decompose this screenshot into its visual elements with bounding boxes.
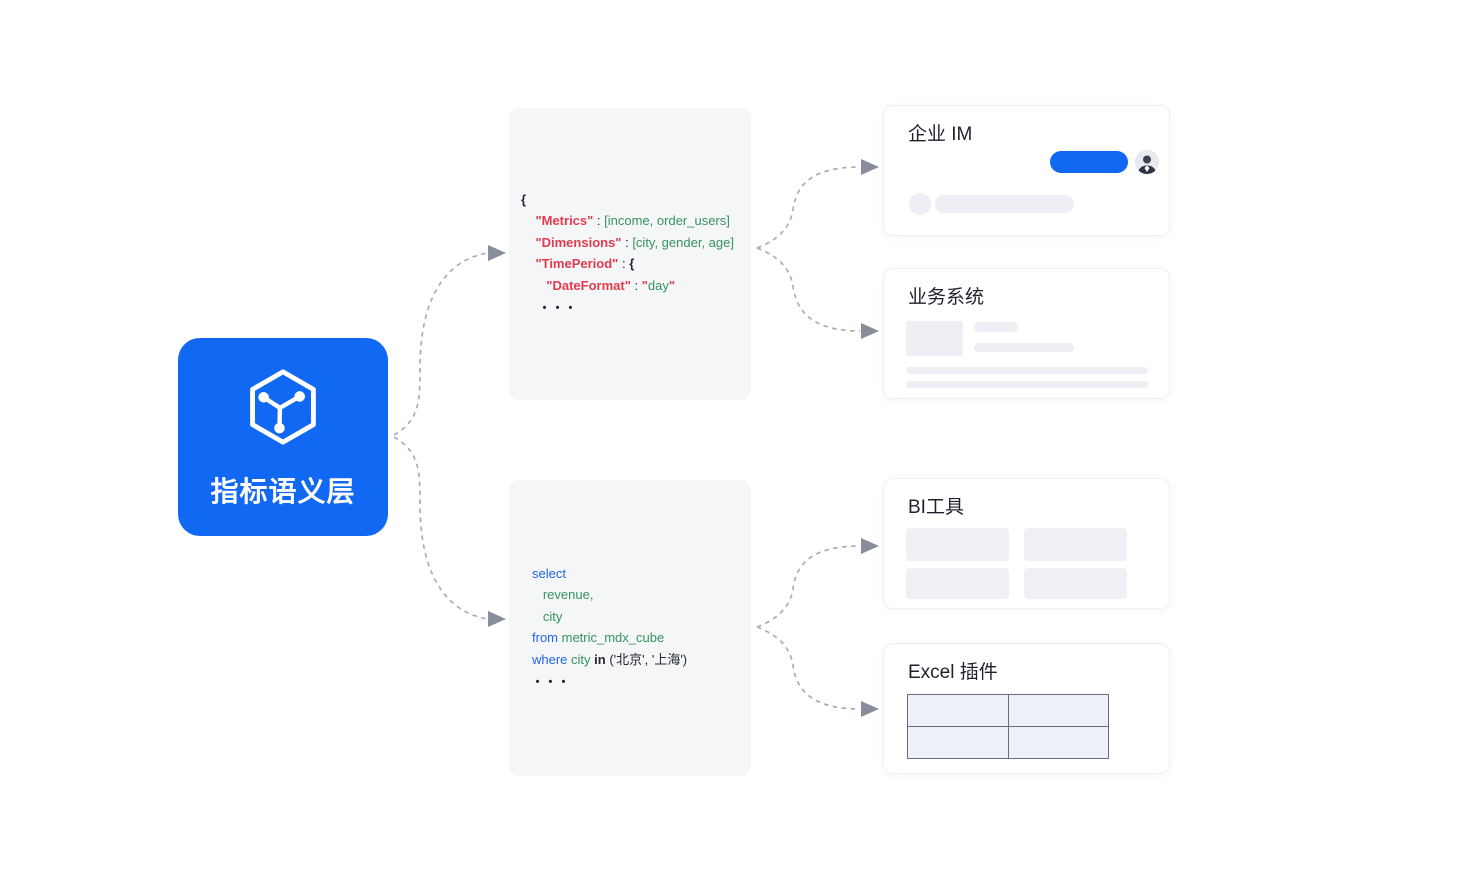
code-token: select — [532, 565, 566, 581]
code-token: : — [630, 277, 642, 293]
code-token: "DateFormat" — [546, 277, 631, 293]
arrow-semantic-to-json — [393, 245, 506, 436]
chat-user-avatar — [1135, 150, 1159, 174]
code-token — [521, 235, 535, 250]
code-line: select — [532, 563, 751, 585]
code-token: { — [521, 191, 527, 207]
card-business-system: 业务系统 — [883, 268, 1170, 399]
code-line: • • • — [521, 296, 751, 320]
excel-cell — [1007, 726, 1109, 759]
excel-grid — [907, 694, 1109, 759]
skeleton-bar-full — [906, 381, 1148, 388]
code-line: city — [532, 606, 751, 628]
semantic-layer-label: 指标语义层 — [210, 476, 356, 507]
code-token: " — [668, 277, 676, 293]
arrow-sql-to-excel — [756, 626, 879, 717]
code-token: where — [532, 651, 568, 667]
code-token: "Dimensions" — [535, 234, 622, 250]
chat-bubble-received-placeholder — [935, 195, 1074, 213]
card-title-business-system: 业务系统 — [908, 287, 985, 308]
code-token — [521, 299, 543, 314]
code-line: "TimePeriod" : { — [521, 253, 751, 275]
code-token: { — [629, 256, 635, 271]
code-line: "DateFormat" : "day" — [521, 275, 751, 297]
code-token: ('北京', '上海') — [605, 651, 688, 667]
semantic-layer-node: 指标语义层 — [178, 338, 388, 536]
code-token: day — [647, 277, 669, 293]
chat-contact-avatar-placeholder — [909, 193, 931, 215]
arrow-sql-to-bi — [756, 538, 879, 628]
code-token: in — [594, 651, 606, 667]
code-token: metric_mdx_cube — [558, 630, 665, 645]
code-token: : — [618, 256, 630, 271]
code-token: • • • — [542, 302, 576, 314]
json-request-block: { "Metrics" : [income, order_users] "Dim… — [509, 108, 751, 400]
code-token — [521, 213, 535, 228]
cube-network-icon — [238, 362, 328, 452]
code-token: • • • — [535, 676, 569, 688]
excel-cell — [907, 694, 1009, 727]
chat-bubble-sent — [1050, 151, 1128, 173]
code-line: revenue, — [532, 584, 751, 606]
bi-widget-placeholder — [1024, 568, 1127, 599]
code-line: where city in ('北京', '上海') — [532, 649, 751, 671]
code-token: "TimePeriod" — [535, 256, 619, 271]
bi-widget-placeholder — [1024, 528, 1127, 561]
skeleton-bar-short — [974, 322, 1018, 332]
bi-widget-placeholder — [906, 528, 1009, 561]
skeleton-bar-full — [906, 367, 1148, 374]
sql-query-block: select revenue, city from metric_mdx_cube… — [509, 480, 751, 776]
skeleton-thumbnail — [906, 321, 963, 356]
code-token: : — [593, 213, 605, 228]
arrow-semantic-to-sql — [393, 436, 506, 627]
excel-cell — [1007, 694, 1109, 727]
code-line: { — [521, 189, 751, 211]
code-line: from metric_mdx_cube — [532, 627, 751, 649]
skeleton-bar-medium — [974, 343, 1074, 352]
code-token: from — [532, 630, 558, 645]
card-title-bi-tools: BI工具 — [908, 497, 964, 518]
card-title-excel-plugin: Excel 插件 — [908, 662, 998, 683]
card-excel-plugin: Excel 插件 — [883, 643, 1170, 774]
code-token: [income, order_users] — [604, 213, 730, 228]
code-token: "Metrics" — [535, 213, 594, 228]
card-title-enterprise-im: 企业 IM — [908, 124, 973, 145]
code-token — [521, 278, 546, 293]
code-token: " — [641, 277, 648, 293]
code-line: "Metrics" : [income, order_users] — [521, 210, 751, 232]
code-token: city — [532, 608, 563, 624]
excel-cell — [907, 726, 1009, 759]
bi-widget-placeholder — [906, 568, 1009, 599]
card-bi-tools: BI工具 — [883, 478, 1170, 609]
arrow-json-to-business — [756, 247, 879, 339]
code-token — [521, 256, 535, 271]
arrow-json-to-im — [756, 159, 879, 249]
card-enterprise-im: 企业 IM — [883, 105, 1170, 236]
code-token: [city, gender, age] — [632, 234, 734, 250]
code-line: "Dimensions" : [city, gender, age] — [521, 232, 751, 254]
code-token: : — [621, 234, 633, 250]
code-token: city — [567, 651, 595, 667]
code-token: revenue, — [532, 587, 594, 602]
code-line: • • • — [532, 670, 751, 694]
